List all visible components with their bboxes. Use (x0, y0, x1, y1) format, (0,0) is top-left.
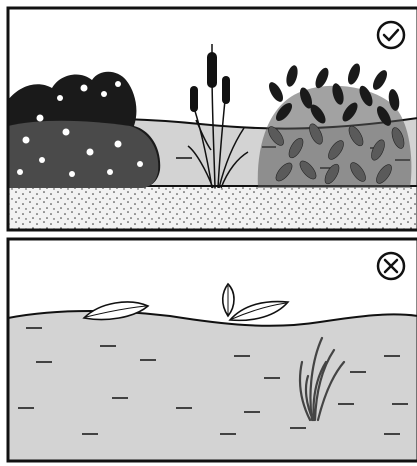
panel-correct (8, 8, 417, 232)
gravel-substrate (8, 186, 417, 232)
x-circle-icon (378, 253, 404, 279)
water-surface-deep (8, 311, 417, 462)
panel-incorrect (8, 239, 417, 462)
checkmark-circle-icon (378, 22, 404, 48)
